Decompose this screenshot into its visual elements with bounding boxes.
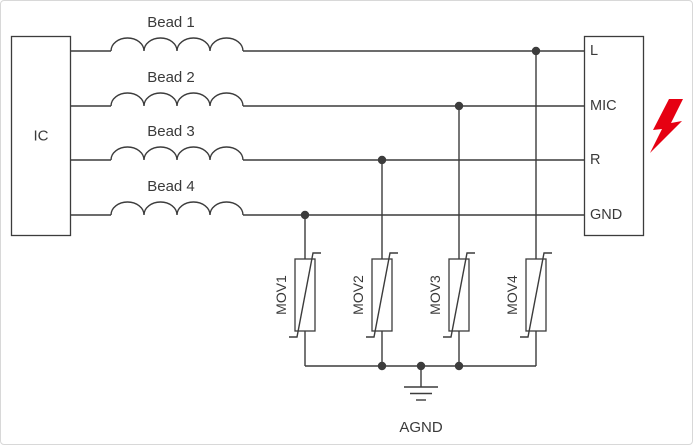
mov3-label: MOV3 — [427, 275, 443, 315]
ic-box — [10, 35, 72, 237]
mov1-diagonal — [289, 252, 321, 338]
mov4-diagonal — [520, 252, 552, 338]
pin-label-gnd: GND — [590, 207, 622, 223]
connector-box — [583, 35, 645, 237]
connector-block: L MIC R GND — [583, 35, 645, 237]
bead-4-coil — [110, 201, 244, 216]
junction-dot-gnd-line — [300, 210, 310, 220]
junction-dot-l-line — [531, 46, 541, 56]
pin-label-mic: MIC — [590, 98, 617, 114]
bus-dot-mov3 — [454, 361, 464, 371]
agnd-label: AGND — [399, 419, 443, 436]
ground-symbol: AGND — [399, 366, 443, 436]
pin-label-l: L — [590, 43, 598, 59]
mov2-varistor: MOV2 — [350, 252, 398, 366]
mov1-varistor: MOV1 — [273, 252, 321, 366]
mov3-varistor: MOV3 — [427, 252, 475, 366]
mov4-label: MOV4 — [504, 275, 520, 315]
ic-label: IC — [34, 128, 49, 145]
bead-3-label: Bead 3 — [147, 123, 195, 140]
bead-4-label: Bead 4 — [147, 178, 195, 195]
channel-l: Bead 1 — [71, 14, 584, 52]
mov2-label: MOV2 — [350, 275, 366, 315]
mov3-diagonal — [443, 252, 475, 338]
channel-mic: Bead 2 — [71, 69, 584, 107]
bead-1-coil — [110, 37, 244, 52]
bus-dot-mov2 — [377, 361, 387, 371]
mov2-diagonal — [366, 252, 398, 338]
bead-2-label: Bead 2 — [147, 69, 195, 86]
lightning-bolt-icon — [650, 99, 683, 153]
bead-1-label: Bead 1 — [147, 14, 195, 31]
channel-gnd: Bead 4 — [71, 178, 584, 216]
junction-dot-r-line — [377, 155, 387, 165]
mov1-label: MOV1 — [273, 275, 289, 315]
channel-r: Bead 3 — [71, 123, 584, 161]
junction-dot-mic-line — [454, 101, 464, 111]
bead-3-coil — [110, 146, 244, 161]
pin-label-r: R — [590, 152, 600, 168]
bead-2-coil — [110, 92, 244, 107]
ic-block: IC — [10, 35, 72, 237]
mov4-varistor: MOV4 — [504, 252, 552, 366]
